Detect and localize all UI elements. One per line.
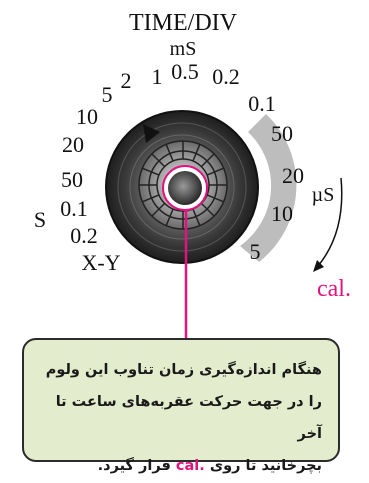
instruction-callout: هنگام اندازه‌گیری زمان تناوب این ولوم را…: [22, 338, 340, 474]
s-50: 50: [61, 167, 83, 192]
us-10: 10: [271, 201, 293, 226]
s-20: 20: [62, 132, 84, 157]
us-5: 5: [250, 239, 261, 264]
s-2: 2: [121, 68, 132, 93]
dial-groove: [151, 153, 166, 168]
callout-line-3-before: بچرخانید تا روی: [204, 458, 322, 474]
s-0-1: 0.1: [60, 196, 88, 221]
s-5: 5: [102, 82, 113, 107]
unit-ms: mS: [170, 38, 197, 60]
unit-s: S: [34, 207, 46, 232]
s-0-2: 0.2: [70, 223, 98, 248]
us-20: 20: [282, 163, 304, 188]
dial-groove: [142, 194, 160, 203]
s-10: 10: [76, 104, 98, 129]
us-50: 50: [271, 121, 293, 146]
ms-0-1: 0.1: [248, 91, 276, 116]
dial-groove: [206, 167, 224, 176]
xy-label: X-Y: [81, 250, 120, 275]
ms-0-2: 0.2: [212, 64, 240, 89]
dial-groove: [206, 194, 224, 203]
unit-us: µS: [312, 184, 335, 206]
dial-groove: [151, 202, 166, 217]
ms-0-5: 0.5: [171, 59, 199, 84]
callout-line-2: را در جهت حرکت عقربه‌های ساعت تا آخر: [55, 394, 322, 442]
dial-groove: [165, 208, 174, 226]
dial-groove: [192, 208, 201, 226]
callout-cal-highlight: cal.: [175, 458, 205, 474]
dial-groove: [165, 144, 174, 162]
dial-groove: [200, 153, 215, 168]
dial-groove: [142, 167, 160, 176]
microsecond-band: [240, 114, 297, 262]
title-label: TIME/DIV: [129, 10, 238, 36]
dial-groove: [200, 202, 215, 217]
rotation-arrow: [317, 177, 343, 267]
callout-line-3: بچرخانید تا روی cal. قرار گیرد.: [40, 450, 322, 482]
callout-line-1: هنگام اندازه‌گیری زمان تناوب این ولوم: [45, 362, 322, 378]
dial-groove: [192, 144, 201, 162]
callout-line-3-after: قرار گیرد.: [97, 458, 176, 474]
knob-pointer-icon: [143, 124, 160, 143]
ms-1: 1: [152, 64, 163, 89]
cal-label: cal.: [317, 276, 351, 302]
